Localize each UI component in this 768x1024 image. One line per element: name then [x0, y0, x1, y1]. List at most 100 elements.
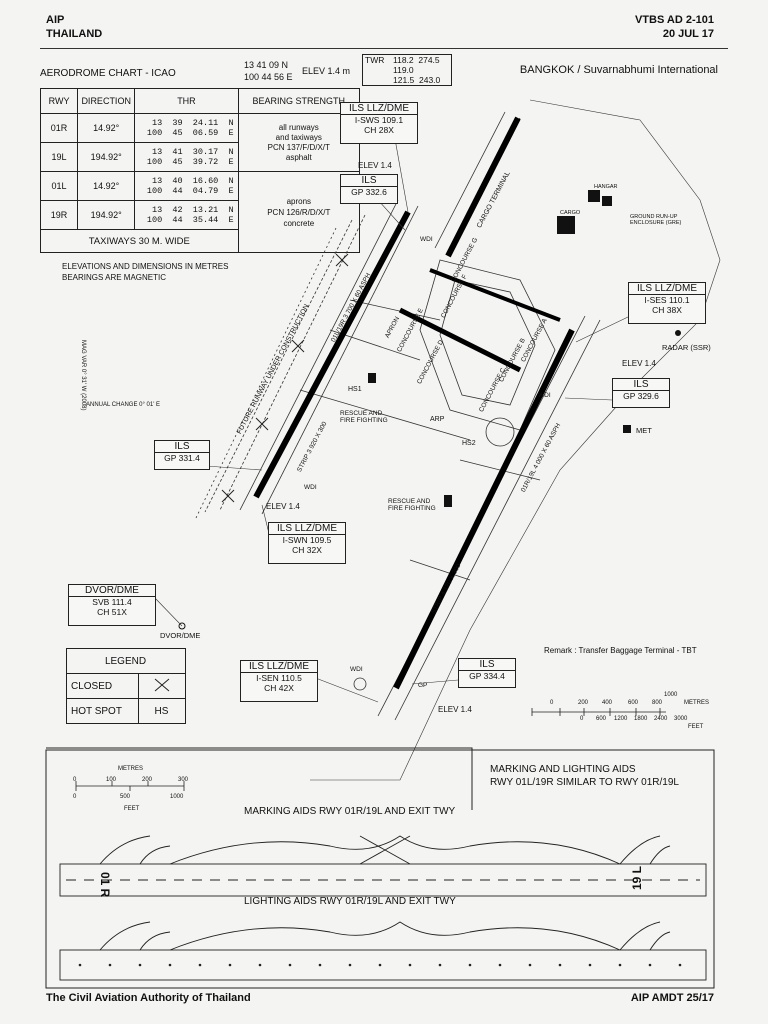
ils-gp-01l-box: ILS GP 331.4 [154, 440, 210, 470]
note-elevations: ELEVATIONS AND DIMENSIONS IN METRES [62, 262, 229, 271]
legend-closed-symbol [138, 673, 186, 699]
col-direction: DIRECTION [77, 88, 136, 114]
met-label: MET [636, 426, 652, 435]
arp-lat: 13 41 09 N [244, 60, 289, 70]
small-scale [75, 781, 185, 791]
cargo-label: CARGO [560, 210, 581, 216]
hs1-label: HS1 [348, 386, 362, 393]
ils-gp-01r-box: ILS GP 334.4 [458, 658, 516, 688]
rescue-station [444, 495, 452, 507]
lighting-aids-diagram [59, 921, 707, 981]
elev-label: ELEV 1.4 [358, 161, 392, 170]
taxiway-edge [261, 205, 419, 515]
ils-gp-19r-box: ILS GP 332.6 [340, 174, 398, 204]
chart-title: AERODROME CHART - ICAO [40, 68, 176, 79]
hs2-label: HS2 [462, 440, 476, 447]
small-f-1000: 1000 [170, 794, 184, 800]
radar-label: RADAR (SSR) [662, 343, 711, 352]
met-station [623, 425, 631, 433]
cargo-apron-strip [445, 116, 521, 258]
ils-llz-01r-box: ILS LLZ/DME I-SEN 110.5 CH 42X [240, 660, 318, 702]
hangar-building [602, 196, 612, 206]
marking-subtitle: RWY 01L/19R SIMILAR TO RWY 01R/19L [490, 777, 679, 788]
dvor-dme-box: DVOR/DME SVB 111.4 CH 51X [68, 584, 156, 626]
wdi-label: WDI [350, 666, 363, 673]
terminal-inner [439, 279, 536, 406]
scale-m-600: 600 [628, 700, 639, 706]
lighting-aids-title: LIGHTING AIDS RWY 01R/19L AND EXIT TWY [244, 896, 456, 907]
header-rule [40, 48, 728, 49]
wdi-label: WDI [304, 484, 317, 491]
taxiway-link [409, 559, 471, 581]
small-f-0: 0 [73, 794, 77, 800]
annual-change: ANNUAL CHANGE 0° 01' E [86, 402, 161, 408]
legend-hotspot-label: HOT SPOT [66, 698, 139, 724]
ils-gp-19l-box: ILS GP 329.6 [612, 378, 670, 408]
scale-m-400: 400 [602, 700, 613, 706]
concourse-bar [398, 307, 522, 373]
footer-amdt: AIP AMDT 25/17 [630, 992, 714, 1004]
hangar-label: HANGAR [594, 184, 618, 190]
taxiway-width: TAXIWAYS 30 M. WIDE [40, 229, 239, 253]
wdi-marker [353, 677, 367, 691]
strength-aprons: aprons PCN 126/R/D/X/T concrete [237, 171, 361, 253]
elev-label: ELEV 1.4 [266, 502, 300, 511]
main-scale [531, 708, 666, 716]
runway-table: RWY DIRECTION THR BEARING STRENGTH 01R 1… [39, 88, 361, 253]
doc-ref: VTBS AD 2-101 [634, 14, 714, 26]
scale-f-2400: 2400 [654, 716, 668, 722]
scale-f-0: 0 [580, 716, 584, 722]
col-thr: THR [134, 88, 239, 114]
panel-divider [46, 747, 473, 810]
note-bearings: BEARINGS ARE MAGNETIC [62, 273, 167, 282]
elev-label: ELEV 1.4 [622, 359, 656, 368]
scale-metres-label: METRES [684, 700, 710, 706]
direction-cell: 14.92° [77, 171, 136, 201]
marking-rwy-19l: 19 L [630, 865, 644, 890]
taxiway-link [349, 299, 441, 321]
scale-m-200: 200 [578, 700, 589, 706]
hangar-building [588, 190, 600, 202]
small-scale-metres: METRES [118, 766, 144, 772]
runway-01l-19r [253, 210, 411, 499]
legend-table: LEGEND CLOSED HOT SPOT HS [66, 648, 186, 724]
doc-date: 20 JUL 17 [662, 28, 714, 40]
country-label: THAILAND [46, 28, 103, 40]
future-runway [194, 227, 337, 521]
small-m-300: 300 [178, 777, 189, 783]
airport-name: BANGKOK / Suvarnabhumi International [519, 64, 718, 76]
legend-closed-label: CLOSED [66, 673, 139, 699]
marking-rwy-01r: 01 R [98, 872, 112, 898]
runway-01r-19l [393, 328, 575, 690]
ils-llz-19r-box: ILS LLZ/DME I-SWS 109.1 CH 28X [340, 102, 418, 144]
wdi-label: WDI [538, 392, 551, 399]
closed-x-icon [154, 678, 169, 691]
rwy-cell: 19L [39, 142, 79, 172]
wdi-label: WDI [420, 236, 433, 243]
future-runway [204, 219, 353, 513]
scale-f-3000: 3000 [674, 716, 688, 722]
gp-label: GP [418, 682, 428, 689]
radar-marker [675, 330, 681, 336]
scale-f-1200: 1200 [614, 716, 628, 722]
lower-panel [45, 749, 715, 989]
scale-feet-label: FEET [688, 724, 704, 730]
twr-label: TWR [365, 55, 385, 65]
taxiway-edge [239, 199, 399, 511]
marking-aids-diagram [59, 835, 707, 897]
taxiway-roundabout [485, 417, 515, 447]
marking-aids-title: MARKING AIDS RWY 01R/19L AND EXIT TWY [244, 806, 456, 817]
arp-lon: 100 44 56 E [244, 72, 293, 82]
twr-freq-2: 119.0 [393, 65, 414, 75]
elev-label: ELEV 1.4 [438, 705, 472, 714]
remark: Remark : Transfer Baggage Terminal - TBT [544, 646, 697, 655]
footer-authority: The Civil Aviation Authority of Thailand [46, 992, 251, 1004]
taxiway-edge [434, 111, 506, 249]
marking-title: MARKING AND LIGHTING AIDS [490, 764, 636, 775]
aip-label: AIP [46, 14, 65, 26]
rescue-label: RESCUE AND FIRE FIGHTING [388, 498, 436, 512]
small-m-0: 0 [73, 777, 77, 783]
